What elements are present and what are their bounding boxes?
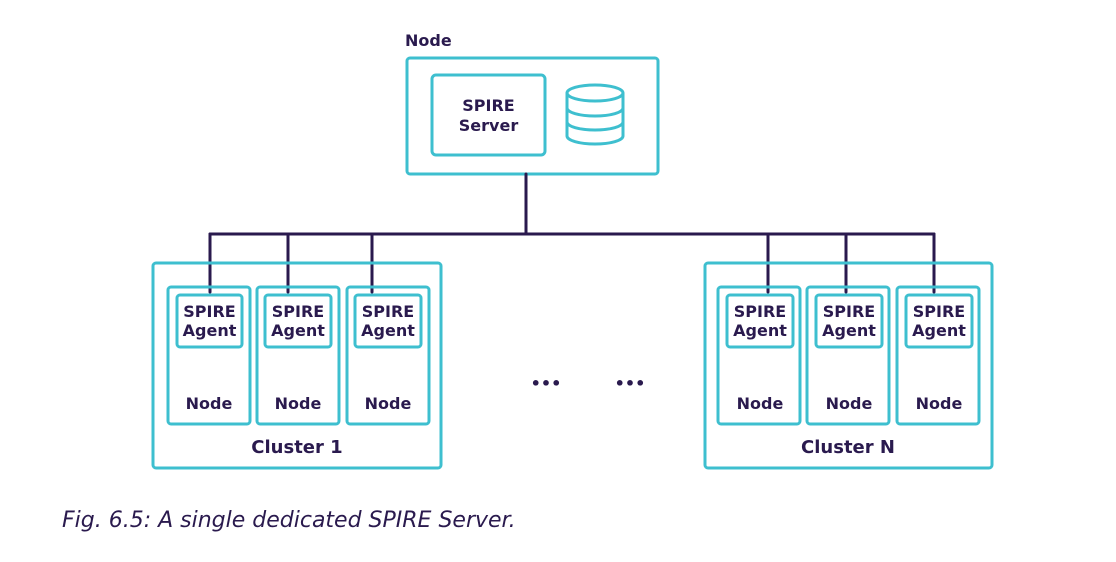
node-label: Node xyxy=(916,394,963,413)
node-box xyxy=(345,285,431,426)
cluster-1: SPIRE Agent Node SPIRE Agent Node SPIRE … xyxy=(151,261,443,470)
spire-server-label-line1: SPIRE xyxy=(462,96,514,115)
connection-lines xyxy=(208,172,936,294)
spire-agent-box xyxy=(725,293,795,349)
node-box xyxy=(255,285,341,426)
node-box xyxy=(166,285,252,426)
ellipsis-dots: ••• xyxy=(615,374,646,393)
cluster-node: SPIRE Agent Node xyxy=(345,285,431,426)
spire-server-label-line2: Server xyxy=(459,116,519,135)
node-label: Node xyxy=(275,394,322,413)
spire-agent-label-line2: Agent xyxy=(361,321,415,340)
server-node: Node SPIRE Server xyxy=(405,31,660,176)
spire-agent-label-line1: SPIRE xyxy=(734,302,786,321)
spire-agent-label-line1: SPIRE xyxy=(913,302,965,321)
spire-agent-box xyxy=(353,293,423,349)
cluster-node: SPIRE Agent Node xyxy=(895,285,981,426)
spire-server-box xyxy=(430,73,547,157)
spire-agent-box xyxy=(904,293,974,349)
node-label: Node xyxy=(737,394,784,413)
cluster-1-label: Cluster 1 xyxy=(251,437,342,458)
architecture-diagram: Node SPIRE Server SPIRE Agent xyxy=(151,31,994,470)
ellipsis: ••• ••• xyxy=(531,374,646,393)
ellipsis-dots: ••• xyxy=(531,374,562,393)
spire-agent-label-line2: Agent xyxy=(912,321,966,340)
node-box xyxy=(716,285,802,426)
spire-agent-label-line1: SPIRE xyxy=(362,302,414,321)
node-label: Node xyxy=(365,394,412,413)
node-label: Node xyxy=(826,394,873,413)
database-icon xyxy=(565,83,625,146)
figure-caption: Fig. 6.5: A single dedicated SPIRE Serve… xyxy=(62,508,516,533)
cluster-n-label: Cluster N xyxy=(801,437,895,458)
spire-agent-box xyxy=(814,293,884,349)
server-node-label: Node xyxy=(405,31,452,50)
spire-agent-label-line1: SPIRE xyxy=(272,302,324,321)
spire-agent-box xyxy=(263,293,333,349)
node-box xyxy=(895,285,981,426)
spire-agent-label-line2: Agent xyxy=(271,321,325,340)
spire-agent-label-line1: SPIRE xyxy=(183,302,235,321)
cluster-n: SPIRE Agent Node SPIRE Agent Node SPIRE … xyxy=(703,261,994,470)
spire-agent-label-line2: Agent xyxy=(733,321,787,340)
spire-agent-label-line2: Agent xyxy=(822,321,876,340)
cluster-node: SPIRE Agent Node xyxy=(255,285,341,426)
spire-agent-box xyxy=(175,293,244,349)
spire-agent-label-line1: SPIRE xyxy=(823,302,875,321)
spire-server: SPIRE Server xyxy=(430,73,547,157)
cluster-1-box xyxy=(151,261,443,470)
spire-agent-label-line2: Agent xyxy=(183,321,237,340)
cluster-n-box xyxy=(703,261,994,470)
cluster-node: SPIRE Agent Node xyxy=(716,285,802,426)
node-label: Node xyxy=(186,394,233,413)
node-box xyxy=(805,285,891,426)
cluster-node: SPIRE Agent Node xyxy=(805,285,891,426)
cluster-node: SPIRE Agent Node xyxy=(166,285,252,426)
server-node-box xyxy=(405,56,660,176)
